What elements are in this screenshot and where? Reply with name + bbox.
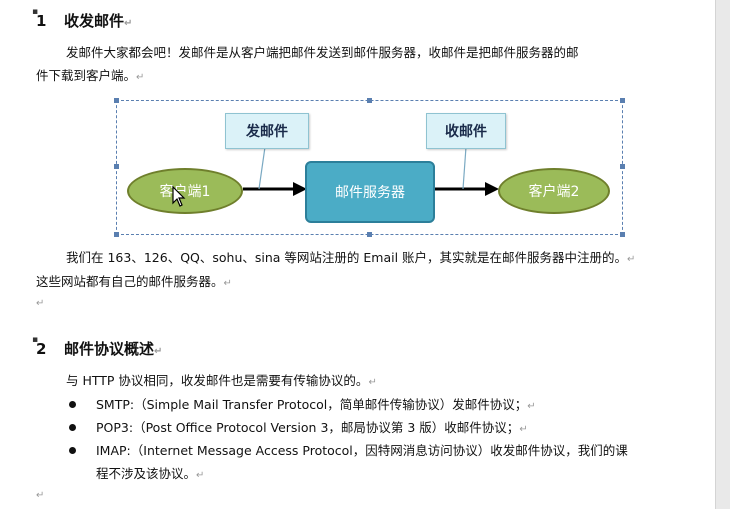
section-1-title: 收发邮件: [64, 12, 125, 30]
paragraph-2-line1: 我们在 163、126、QQ、sohu、sina 等网站注册的 Email 账户…: [66, 250, 636, 265]
resize-handle[interactable]: [114, 98, 119, 103]
empty-paragraph-mark: ↵: [36, 490, 45, 501]
resize-handle[interactable]: [114, 164, 119, 169]
send-mail-label: 发邮件: [225, 113, 309, 149]
paragraph-mark: ↵: [124, 18, 133, 29]
callout-line-receive: [462, 146, 467, 190]
resize-handle[interactable]: [367, 98, 372, 103]
list-item: POP3:（Post Office Protocol Version 3，邮局协…: [69, 416, 528, 441]
section-1-number: 1: [36, 12, 47, 30]
client-1-node: 客户端1: [127, 168, 243, 214]
bullet-icon: [69, 424, 76, 431]
resize-handle[interactable]: [620, 232, 625, 237]
client-2-node: 客户端2: [498, 168, 610, 214]
list-item: IMAP:（Internet Message Access Protocol，因…: [69, 439, 628, 462]
mouse-pointer-icon: [172, 186, 186, 207]
empty-paragraph-mark: ↵: [36, 298, 45, 309]
section-2-title: 邮件协议概述: [64, 340, 155, 358]
diagram-connectors: [243, 146, 499, 196]
receive-mail-label: 收邮件: [426, 113, 506, 149]
scroll-gutter[interactable]: [715, 0, 730, 509]
resize-handle[interactable]: [367, 232, 372, 237]
paragraph-2-line2: 这些网站都有自己的邮件服务器。↵: [36, 274, 232, 289]
mail-flow-diagram[interactable]: 发邮件 收邮件 客户端1 邮件服务器 客户端2: [114, 98, 625, 237]
arrow-head: [485, 182, 499, 196]
arrow-head: [293, 182, 307, 196]
resize-handle[interactable]: [620, 164, 625, 169]
callout-line-send: [258, 146, 266, 190]
resize-handle[interactable]: [114, 232, 119, 237]
list-item-continuation: 程不涉及该协议。↵: [96, 466, 205, 481]
resize-handle[interactable]: [620, 98, 625, 103]
section-2-intro: 与 HTTP 协议相同，收发邮件也是需要有传输协议的。↵: [66, 373, 377, 388]
list-item: SMTP:（Simple Mail Transfer Protocol，简单邮件…: [69, 393, 536, 418]
bullet-icon: [69, 401, 76, 408]
section-1-paragraph-line1: 发邮件大家都会吧！发邮件是从客户端把邮件发送到邮件服务器，收邮件是把邮件服务器的…: [66, 45, 579, 60]
bullet-icon: [69, 447, 76, 454]
section-1-paragraph-line2: 件下载到客户端。↵: [36, 68, 145, 83]
mail-server-node: 邮件服务器: [305, 161, 435, 223]
section-2-number: 2: [36, 340, 47, 358]
